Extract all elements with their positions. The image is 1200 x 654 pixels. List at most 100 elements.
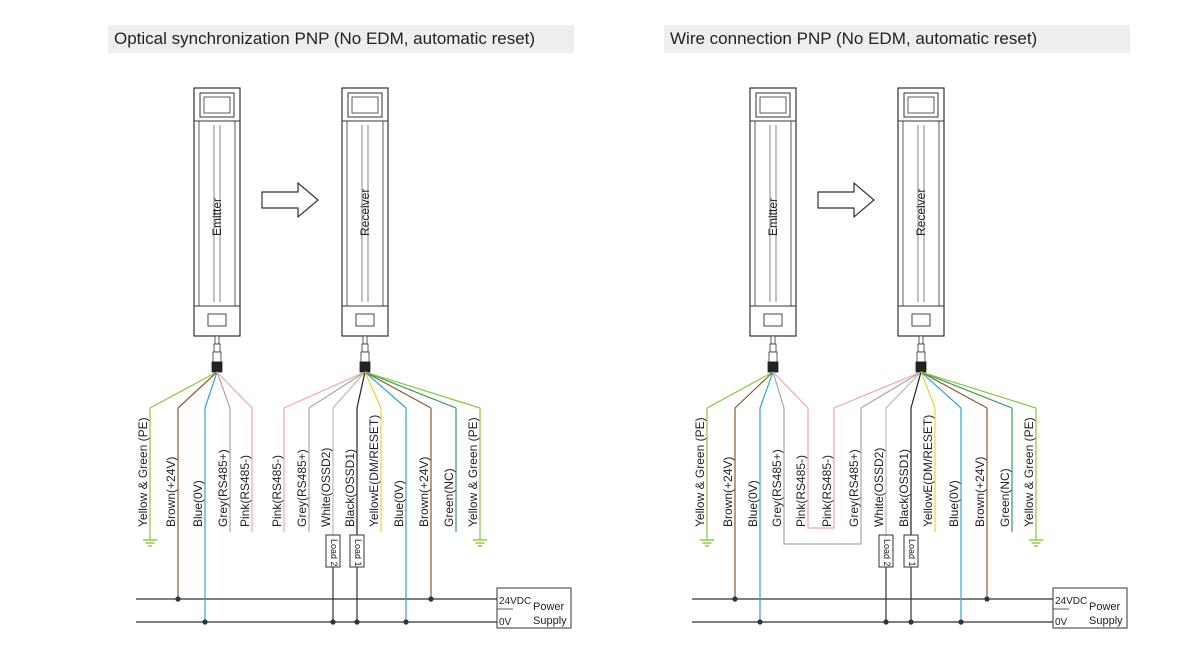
emitter-wire-label-pe: Yellow & Green (PE) xyxy=(136,417,150,527)
emitter-wire-brown xyxy=(177,371,218,409)
receiver-wire-label-white: White(OSSD2) xyxy=(319,448,333,527)
emitter-device-0 xyxy=(193,87,241,373)
receiver-wire-green xyxy=(920,371,1013,409)
receiver-wire-label-brown: Brown(+24V) xyxy=(417,457,431,527)
receiver-wire-label-white: White(OSSD2) xyxy=(872,448,886,527)
receiver-wire-label-black: Black(OSSD1) xyxy=(897,449,911,527)
receiver-wire-grey xyxy=(308,371,366,409)
psu-24vdc-label: 24VDC xyxy=(1055,596,1087,607)
emitter-device-1 xyxy=(749,87,797,373)
receiver-device-1 xyxy=(897,87,945,373)
receiver-wire-white xyxy=(885,371,922,409)
receiver-wire-label-blue: Blue(0V) xyxy=(947,480,961,527)
receiver-wire-yellow xyxy=(920,371,936,409)
svg-text:Load 2: Load 2 xyxy=(882,539,892,567)
junction-dot xyxy=(403,619,409,625)
psu-supply-label: Supply xyxy=(1089,615,1123,627)
receiver-wire-label-yellow: YellowE(DM/RESET) xyxy=(367,415,381,527)
psu-0v-label: 0V xyxy=(499,617,512,628)
receiver-wire-label-green: Green(NC) xyxy=(442,468,456,527)
cable-connector xyxy=(211,361,223,373)
load-2-box: Load 1 xyxy=(349,534,365,568)
receiver-wire-label-black: Black(OSSD1) xyxy=(343,449,357,527)
junction-dot xyxy=(202,619,208,625)
receiver-wire-brown xyxy=(920,371,988,409)
receiver-wire-green xyxy=(364,371,457,409)
junction-dot xyxy=(984,596,990,602)
psu-supply-label: Supply xyxy=(533,615,567,627)
psu-24vdc-label: 24VDC xyxy=(499,596,531,607)
emitter-wire-label-brown: Brown(+24V) xyxy=(164,457,178,527)
receiver-wire-grey xyxy=(860,371,922,409)
emitter-wire-label-blue: Blue(0V) xyxy=(746,480,760,527)
receiver-wire-pe xyxy=(920,371,1037,409)
receiver-wire-label-green: Green(NC) xyxy=(998,468,1012,527)
receiver-device-1-label: Receiver xyxy=(914,189,928,236)
emitter-wire-label-pink: Pink(RS485-) xyxy=(238,455,252,527)
emitter-wire-pink xyxy=(772,371,809,409)
emitter-wire-grey xyxy=(216,371,231,409)
emitter-wire-label-pe: Yellow & Green (PE) xyxy=(693,417,707,527)
receiver-wire-pink xyxy=(833,371,922,409)
ground-symbol-icon xyxy=(700,539,714,547)
emitter-wire-blue xyxy=(204,371,218,409)
diagram-title-left: Optical synchronization PNP (No EDM, aut… xyxy=(108,25,574,53)
receiver-wire-label-yellow: YellowE(DM/RESET) xyxy=(921,415,935,527)
receiver-wire-blue xyxy=(920,371,962,409)
junction-dot xyxy=(732,596,738,602)
receiver-wire-brown xyxy=(364,371,432,409)
psu-power-label: Power xyxy=(1089,601,1121,613)
cable-connector xyxy=(915,361,927,373)
junction-dot xyxy=(883,619,889,625)
receiver-wire-black xyxy=(356,371,366,409)
direction-arrow-icon xyxy=(261,181,319,219)
psu-power-label: Power xyxy=(533,601,565,613)
cable-connector xyxy=(767,361,779,373)
psu-0v-label: 0V xyxy=(1055,617,1068,628)
emitter-wire-brown xyxy=(734,371,774,409)
emitter-wire-pe xyxy=(706,371,774,409)
receiver-device-0 xyxy=(341,87,389,373)
receiver-wire-label-pe: Yellow & Green (PE) xyxy=(1022,417,1036,527)
rs485-plus-jumper xyxy=(783,408,862,545)
direction-arrow-icon xyxy=(817,181,875,219)
emitter-wire-label-grey: Grey(RS485+) xyxy=(770,449,784,527)
receiver-wire-label-brown: Brown(+24V) xyxy=(973,457,987,527)
junction-dot xyxy=(428,596,434,602)
ground-symbol-icon xyxy=(473,539,487,547)
junction-dot xyxy=(175,596,181,602)
emitter-wire-pink xyxy=(216,371,253,409)
receiver-device-0-label: Receiver xyxy=(358,189,372,236)
emitter-wire-label-grey: Grey(RS485+) xyxy=(216,449,230,527)
receiver-wire-pe xyxy=(364,371,481,409)
junction-dot xyxy=(958,619,964,625)
load-1-box: Load 2 xyxy=(325,534,341,568)
receiver-wire-label-pink: Pink(RS485-) xyxy=(820,455,834,527)
junction-dot xyxy=(757,619,763,625)
load-1-box: Load 2 xyxy=(878,534,894,568)
diagram-title-right: Wire connection PNP (No EDM, automatic r… xyxy=(664,25,1130,53)
receiver-wire-blue xyxy=(364,371,407,409)
receiver-wire-label-pe: Yellow & Green (PE) xyxy=(466,417,480,527)
svg-text:Load 1: Load 1 xyxy=(907,539,917,567)
junction-dot xyxy=(330,619,336,625)
receiver-wire-black xyxy=(910,371,922,409)
svg-text:Load 1: Load 1 xyxy=(353,539,363,567)
emitter-wire-label-brown: Brown(+24V) xyxy=(721,457,735,527)
receiver-wire-label-pink: Pink(RS485-) xyxy=(270,455,284,527)
receiver-wire-pink xyxy=(283,371,366,409)
cable-connector xyxy=(359,361,371,373)
load-2-box: Load 1 xyxy=(903,534,919,568)
receiver-wire-white xyxy=(332,371,366,409)
receiver-wire-label-grey: Grey(RS485+) xyxy=(847,449,861,527)
emitter-wire-blue xyxy=(759,371,774,409)
receiver-wire-yellow xyxy=(364,371,382,409)
emitter-device-0-label: Emitter xyxy=(210,198,224,236)
receiver-wire-label-grey: Grey(RS485+) xyxy=(295,449,309,527)
emitter-wire-grey xyxy=(772,371,785,409)
emitter-wire-label-blue: Blue(0V) xyxy=(191,480,205,527)
emitter-wire-pe xyxy=(149,371,218,409)
